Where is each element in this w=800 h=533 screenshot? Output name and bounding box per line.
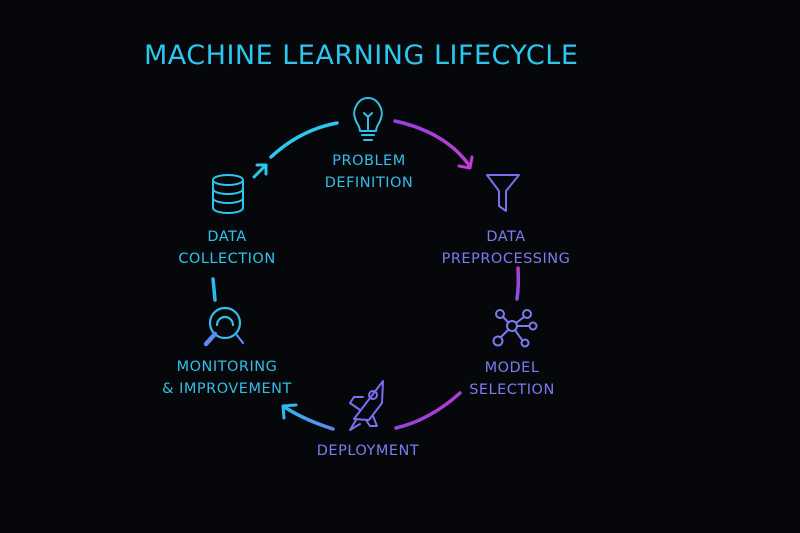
arc-model-to-deployment — [394, 391, 462, 430]
stage-label-line2: & IMPROVEMENT — [162, 381, 292, 397]
rocket-icon — [349, 380, 384, 431]
network-icon — [492, 309, 538, 348]
stage-model-selection: MODEL SELECTION — [469, 357, 555, 401]
diagram-title: MACHINE LEARNING LIFECYCLE — [144, 40, 579, 71]
stage-label-line1: DEPLOYMENT — [316, 443, 420, 459]
arrowhead-preprocessing — [457, 155, 474, 170]
funnel-icon — [486, 174, 520, 212]
database-icon — [212, 174, 244, 214]
arc-deployment-to-monitoring — [284, 406, 335, 431]
stage-label-line1: DATA — [207, 229, 247, 245]
arc-collection-to-problem — [269, 121, 339, 159]
arc-preprocessing-to-model — [515, 266, 521, 301]
stage-label-line1: MONITORING — [176, 359, 278, 375]
arrowhead-monitoring — [281, 403, 298, 420]
stage-label-line2: SELECTION — [469, 382, 555, 398]
lightbulb-icon — [353, 97, 383, 141]
stage-label-line2: PREPROCESSING — [441, 251, 571, 267]
stage-data-collection: DATA COLLECTION — [178, 226, 275, 270]
stage-label-line1: DATA — [486, 229, 526, 245]
arc-monitoring-to-collection — [211, 277, 217, 302]
stage-data-preprocessing: DATA PREPROCESSING — [442, 226, 571, 270]
arrowhead-problem — [252, 163, 268, 179]
magnifier-icon — [203, 306, 245, 347]
stage-problem-definition: PROBLEM DEFINITION — [325, 150, 413, 194]
stage-deployment: DEPLOYMENT — [317, 440, 420, 462]
stage-label-line2: COLLECTION — [178, 251, 276, 267]
stage-label-line1: MODEL — [484, 360, 540, 376]
stage-monitoring-improvement: MONITORING & IMPROVEMENT — [162, 356, 292, 400]
stage-label-line1: PROBLEM — [332, 153, 406, 169]
arc-problem-to-preprocessing — [393, 119, 471, 167]
stage-label-line2: DEFINITION — [324, 175, 414, 191]
